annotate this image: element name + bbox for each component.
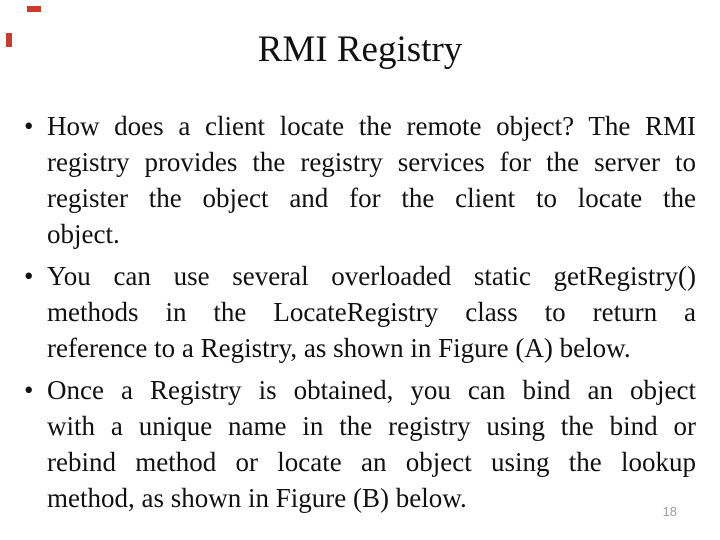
bullet-marker: • xyxy=(24,261,34,291)
bullet-line: reference to a Registry, as shown in Fig… xyxy=(47,333,631,363)
bullet-line: object. xyxy=(47,219,120,249)
bullet-item-3: • Once a Registry is obtained, you can bi… xyxy=(24,372,696,516)
bullet-item-1: • How does a client locate the remote obj… xyxy=(24,108,696,252)
bullet-line: You can use several overloaded static ge… xyxy=(47,261,696,291)
bullet-line: registry provides the registry services … xyxy=(47,147,696,177)
bullet-line: How does a client locate the remote obje… xyxy=(47,111,696,141)
bullet-line: methods in the LocateRegistry class to r… xyxy=(47,297,696,327)
bullet-list: • How does a client locate the remote obj… xyxy=(24,108,696,522)
bullet-line: Once a Registry is obtained, you can bin… xyxy=(47,375,696,405)
bullet-line: rebind method or locate an object using … xyxy=(47,447,696,477)
bullet-line: register the object and for the client t… xyxy=(47,183,696,213)
page-number: 18 xyxy=(662,504,677,519)
bullet-line: with a unique name in the registry using… xyxy=(47,411,696,441)
bullet-marker: • xyxy=(24,375,34,405)
slide-title: RMI Registry xyxy=(257,29,463,70)
corner-mark-vertical xyxy=(6,33,12,47)
bullet-marker: • xyxy=(24,111,34,141)
bullet-line: method, as shown in Figure (B) below. xyxy=(47,483,467,513)
bullet-item-2: • You can use several overloaded static g… xyxy=(24,258,696,366)
corner-mark-horizontal xyxy=(27,6,41,12)
